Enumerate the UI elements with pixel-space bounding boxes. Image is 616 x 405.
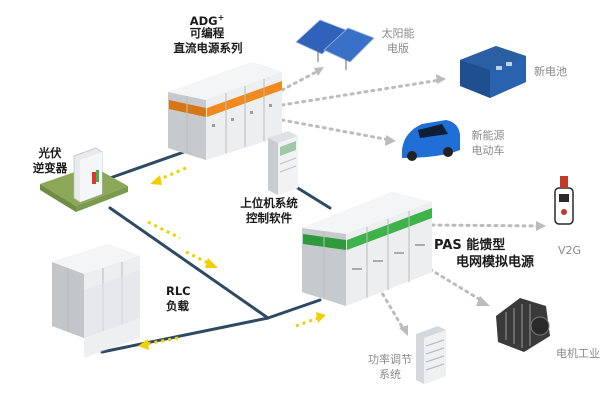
pas-label-line2: 电网模拟电源 [456,255,535,270]
v2g-label: V2G [558,244,582,257]
pv-inverter [40,147,128,212]
battery-label: 新电池 [534,65,567,78]
rlc-label-line1: RLC [166,284,191,298]
ev-label-line2: 电动车 [471,144,505,157]
rlc-label-line2: 负载 [166,299,189,313]
rlc-load-cabinets [52,244,140,358]
ev-charger-icon [554,176,574,225]
adg-title: ADG [189,13,218,28]
host-label-line1: 上位机系统 [240,196,298,210]
adg-label-line2: 可编程 [189,26,225,40]
electric-car-icon [402,120,460,161]
pv-label-line2: 逆变器 [32,161,68,175]
adg-links [280,68,442,142]
pfc-label-line1: 功率调节 [368,353,412,366]
solar-panel-icon [295,19,375,70]
motor-label: 电机工业 [556,347,600,360]
motor-icon [496,298,550,352]
pas-cabinets [302,192,432,306]
pas-label-line1: PAS 能馈型 [434,238,506,253]
adg-label-line3: 直流电源系列 [173,41,243,55]
pas-link-arrows [399,221,546,336]
flow-arrows [145,166,319,346]
solar-label-line1: 太阳能 [381,27,415,40]
battery-container-icon [460,46,526,98]
adg-superscript: + [217,13,225,22]
solar-label-line2: 电版 [387,42,409,55]
pv-label-line1: 光伏 [38,146,62,160]
flow-arrow-heads [138,175,326,350]
adg-label: ADG+ [178,10,236,29]
host-control-cabinet [268,131,298,195]
host-label-line2: 控制软件 [246,211,292,225]
adg-cabinets [168,62,282,160]
pfc-label-line2: 系统 [379,368,401,381]
power-rack-icon [416,326,446,384]
ev-label-line1: 新能源 [471,129,505,142]
adg-link-arrows [314,67,446,146]
